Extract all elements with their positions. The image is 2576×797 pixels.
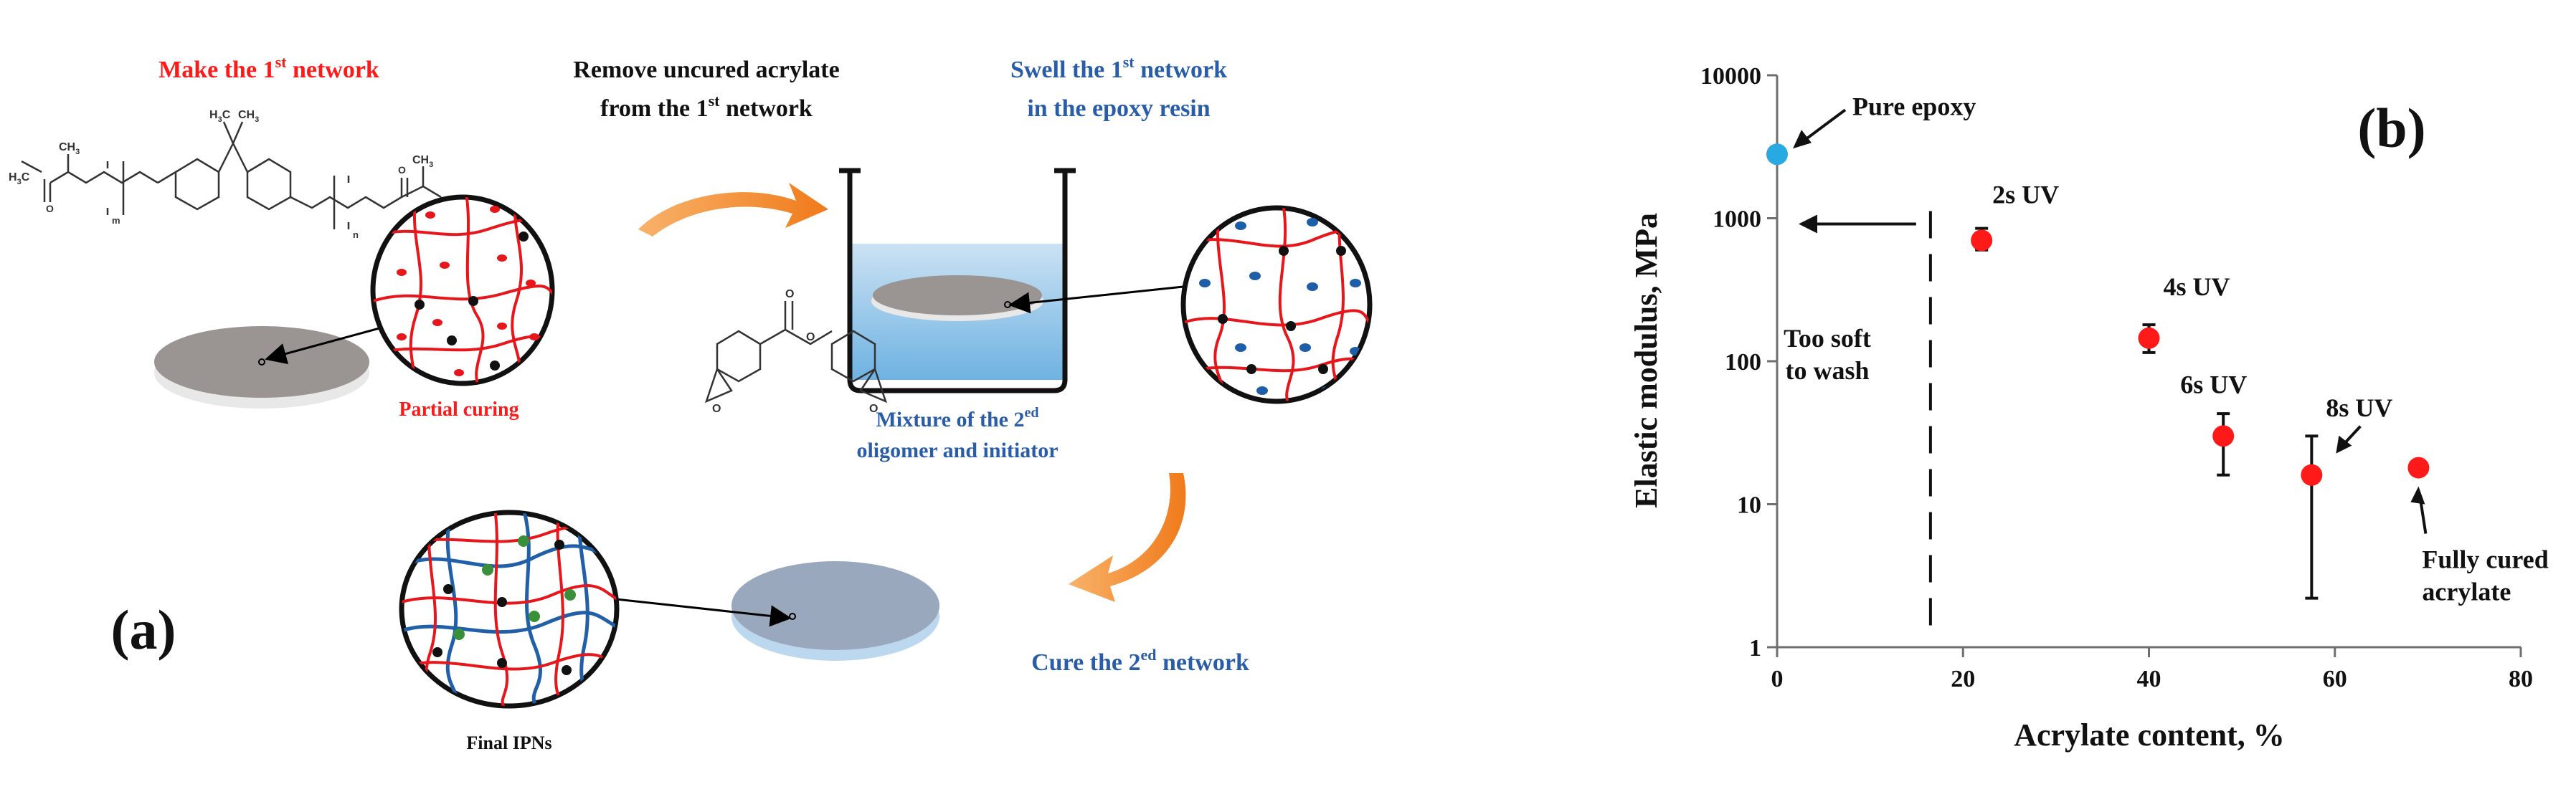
data-points bbox=[1766, 143, 2430, 486]
unreacted-monomers bbox=[397, 206, 539, 376]
y-tick-label: 100 bbox=[1725, 349, 1761, 376]
svg-text:CH3: CH3 bbox=[412, 154, 433, 169]
svg-text:O: O bbox=[806, 331, 815, 343]
epoxy-structure bbox=[704, 301, 888, 404]
label-cure-second: Cure the 2ed network bbox=[1031, 646, 1249, 676]
threshold-text-1: Too soft bbox=[1784, 324, 1871, 353]
y-tick-label: 1 bbox=[1749, 635, 1761, 662]
pointer-line-3 bbox=[609, 597, 792, 627]
sample-disc-1 bbox=[154, 326, 369, 409]
svg-text:O: O bbox=[869, 403, 878, 415]
x-tick-label: 60 bbox=[2323, 666, 2347, 692]
svg-text:CH3: CH3 bbox=[238, 109, 259, 124]
step-remove-uncured-line2: from the 1st network bbox=[600, 92, 813, 122]
network-circle-partial bbox=[370, 194, 555, 386]
label-4s-uv: 4s UV bbox=[2164, 272, 2230, 301]
x-tick-label: 80 bbox=[2509, 666, 2533, 692]
y-tick-label: 10000 bbox=[1700, 63, 1761, 90]
network-circle-swollen bbox=[1180, 205, 1373, 404]
network-circle-ipn bbox=[399, 510, 620, 709]
process-arrow-2 bbox=[1069, 473, 1186, 602]
label-fully-cured-2: acrylate bbox=[2422, 578, 2511, 606]
step-remove-uncured: Remove uncured acrylate bbox=[573, 57, 839, 83]
epoxy-o-labels: O O O O bbox=[712, 288, 878, 415]
pure-epoxy-arrowhead bbox=[1793, 130, 1812, 149]
error-bars bbox=[1975, 226, 2319, 600]
x-tick-label: 40 bbox=[2137, 666, 2161, 692]
panel-b-label: (b) bbox=[2357, 97, 2425, 159]
data-point bbox=[1971, 229, 1993, 252]
crosslinks-3 bbox=[432, 540, 572, 675]
data-point bbox=[2407, 457, 2430, 479]
svg-text:O: O bbox=[712, 403, 721, 415]
data-point bbox=[2301, 464, 2323, 486]
sample-disc-final bbox=[731, 561, 939, 661]
chem-labels: H3C CH3 H3C CH3 CH3 m n O O bbox=[9, 109, 433, 240]
label-mixture: Mixture of the 2ed bbox=[876, 405, 1039, 431]
label-final-ipns: Final IPNs bbox=[466, 732, 551, 753]
svg-text:O: O bbox=[785, 288, 794, 300]
label-6s-uv: 6s UV bbox=[2180, 370, 2247, 398]
fully-cured-arrowhead bbox=[2410, 486, 2425, 505]
svg-text:O: O bbox=[398, 164, 406, 176]
crosslinks-epoxy bbox=[453, 535, 576, 640]
threshold-arrow-head bbox=[1799, 214, 1817, 234]
y-tick-label: 10 bbox=[1737, 492, 1761, 519]
svg-text:H3C: H3C bbox=[209, 109, 231, 124]
crosslinks-2 bbox=[1218, 246, 1346, 374]
label-mixture-line2: oligomer and initiator bbox=[856, 439, 1058, 462]
svg-text:n: n bbox=[353, 229, 359, 240]
pointer-line-1 bbox=[265, 325, 388, 365]
point-labels: Pure epoxy 2s UV 4s UV 6s UV 8s UV Fully cure… bbox=[1793, 92, 2549, 606]
y-axis-label: Elastic modulus, MPa bbox=[1629, 213, 1664, 508]
data-point bbox=[2212, 425, 2235, 447]
data-point bbox=[2138, 327, 2160, 349]
panel-a: Make the 1st network Remove uncured acry… bbox=[9, 53, 1373, 753]
label-partial-curing: Partial curing bbox=[399, 398, 518, 421]
x-axis-label: Acrylate content, % bbox=[2014, 717, 2285, 753]
panel-a-label: (a) bbox=[111, 598, 176, 661]
y-ticks: 1 10 100 1000 10000 bbox=[1700, 63, 1777, 662]
step-swell: Swell the 1st network bbox=[1010, 53, 1227, 83]
label-8s-arrowhead bbox=[2336, 435, 2352, 454]
threshold-text-2: to wash bbox=[1785, 356, 1869, 385]
data-point bbox=[1766, 143, 1788, 166]
label-2s-uv: 2s UV bbox=[1992, 180, 2059, 209]
acrylate-structure bbox=[21, 121, 442, 229]
svg-text:H3C: H3C bbox=[9, 171, 30, 186]
step-swell-line2: in the epoxy resin bbox=[1027, 95, 1210, 122]
step-make-first-network: Make the 1st network bbox=[158, 53, 379, 83]
x-tick-label: 20 bbox=[1951, 666, 1975, 692]
label-8s-uv: 8s UV bbox=[2326, 393, 2392, 422]
label-pure-epoxy: Pure epoxy bbox=[1852, 92, 1976, 120]
svg-text:CH3: CH3 bbox=[59, 141, 80, 156]
svg-text:O: O bbox=[46, 203, 54, 214]
x-ticks: 0 20 40 60 80 bbox=[1771, 647, 2533, 692]
crosslinks-1 bbox=[415, 232, 529, 371]
x-tick-label: 0 bbox=[1771, 666, 1784, 692]
pointer-line-2 bbox=[1008, 285, 1184, 314]
y-tick-label: 1000 bbox=[1713, 206, 1761, 233]
panel-b-chart: 1 10 100 1000 10000 0 20 40 60 80 Too soft to was… bbox=[1629, 63, 2549, 753]
threshold-group: Too soft to wash bbox=[1784, 211, 1932, 629]
process-arrow-1 bbox=[638, 183, 828, 237]
svg-text:m: m bbox=[112, 215, 120, 226]
label-fully-cured-1: Fully cured bbox=[2422, 545, 2548, 574]
